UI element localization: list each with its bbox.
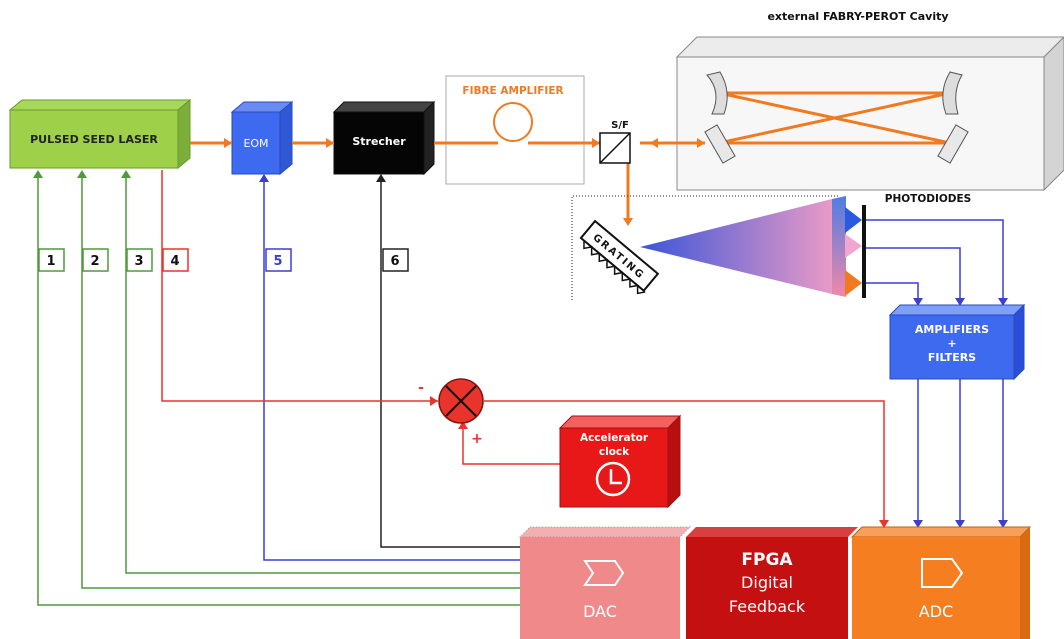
eom-arrowhead: [259, 174, 269, 182]
fibre-amplifier-label: FIBRE AMPLIFIER: [462, 85, 563, 97]
red-arrowheads: [430, 396, 889, 528]
channel-label-1: 1: [38, 248, 65, 272]
dac-icon: [583, 560, 625, 586]
pulsed-seed-laser-block: PULSED SEED LASER: [8, 98, 192, 170]
strecher-block: Strecher: [332, 100, 436, 176]
fpga-digital-label: Digital: [741, 573, 793, 592]
dac-label: DAC: [583, 602, 617, 621]
fabry-perot-cavity: [675, 36, 1064, 192]
fpga-feedback-label: Feedback: [729, 597, 806, 616]
minus-sign: -: [418, 380, 424, 396]
fpga-title: FPGA: [741, 550, 793, 570]
fpga-block: FPGA Digital Feedback: [686, 527, 858, 639]
splitter-block: S/F: [599, 120, 631, 164]
splitter-label: S/F: [611, 120, 629, 131]
dac-block: DAC: [518, 526, 692, 639]
amplifiers-filters-block: AMPLIFIERS + FILTERS: [888, 303, 1026, 381]
beam-side: [832, 196, 846, 297]
green-arrowheads: [33, 170, 131, 178]
accelerator-label: Accelerator: [580, 432, 649, 444]
clock-icon: [595, 461, 631, 497]
adc-icon: [921, 558, 964, 588]
fibre-amplifier-block: FIBRE AMPLIFIER: [445, 75, 585, 185]
seed-laser-label: PULSED SEED LASER: [30, 133, 158, 146]
photodiodes-block: PHOTODIODES: [845, 193, 971, 298]
beam-arrowheads: [224, 138, 705, 226]
svg-text:2: 2: [90, 254, 99, 269]
svg-text:4: 4: [170, 254, 179, 269]
accelerator-clock-block: Accelerator clock: [558, 414, 682, 509]
clock-label: clock: [599, 446, 630, 458]
grating-block: GRATING: [579, 219, 660, 295]
laser-beam-path: [190, 141, 705, 220]
eom-label: EOM: [243, 137, 268, 150]
amplifiers-label: AMPLIFIERS: [915, 323, 989, 336]
adc-label: ADC: [919, 602, 953, 621]
dispersed-beam: [640, 199, 832, 294]
amplifiers-plus-label: +: [947, 337, 956, 350]
adc-block: ADC: [850, 526, 1032, 639]
photodiodes-label: PHOTODIODES: [885, 193, 972, 205]
filters-label: FILTERS: [928, 351, 976, 364]
svg-text:6: 6: [390, 254, 399, 269]
eom-control-line: [263, 180, 520, 561]
strecher-control-line: [380, 180, 520, 548]
cavity-title: external FABRY-PEROT Cavity: [767, 10, 948, 23]
strecher-arrowhead: [376, 174, 386, 182]
channel-label-5: 5: [265, 248, 292, 272]
strecher-label: Strecher: [352, 135, 406, 148]
svg-text:5: 5: [273, 254, 282, 269]
fibre-coil-icon: [493, 102, 533, 142]
channel-label-6: 6: [382, 248, 409, 272]
svg-text:1: 1: [46, 254, 55, 269]
photodiode-1-icon: [845, 207, 862, 233]
red-phase-lines: [161, 170, 885, 522]
photodiode-3-icon: [845, 270, 862, 296]
eom-block: EOM: [230, 100, 294, 176]
plus-sign: +: [471, 431, 483, 447]
photodiode-signal-lines: [866, 219, 1004, 522]
svg-text:3: 3: [134, 254, 143, 269]
channel-label-4: 4: [162, 248, 189, 272]
photodiode-2-icon: [845, 234, 862, 258]
signal-arrowheads: [913, 298, 1008, 528]
channel-label-3: 3: [126, 248, 153, 272]
channel-label-2: 2: [82, 248, 109, 272]
green-control-lines: [37, 176, 520, 606]
mixer-icon: [438, 378, 484, 424]
